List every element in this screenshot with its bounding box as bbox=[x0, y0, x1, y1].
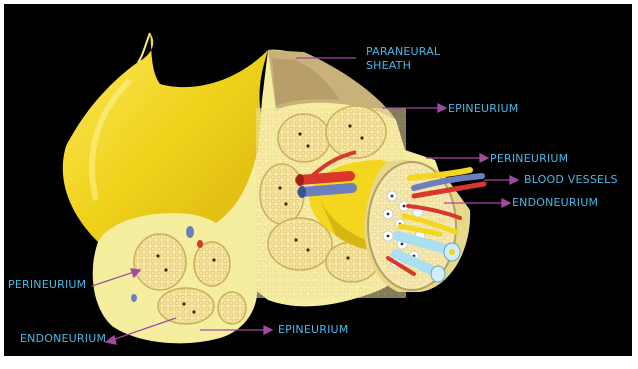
label-blood-vessels: BLOOD VESSELS bbox=[524, 174, 618, 186]
label-endoneurium-left: ENDONEURIUM bbox=[20, 333, 106, 345]
fascicle bbox=[218, 292, 246, 324]
label-endoneurium-right: ENDONEURIUM bbox=[512, 197, 598, 209]
label-paraneural-sheath-line1: PARANEURAL bbox=[366, 46, 440, 58]
label-epineurium-upper: EPINEURIUM bbox=[448, 103, 519, 115]
small-vessel bbox=[197, 240, 203, 248]
fascicle bbox=[158, 288, 214, 324]
fascicle bbox=[326, 106, 386, 158]
fascicle bbox=[260, 164, 304, 224]
fascicle bbox=[134, 234, 186, 290]
label-perineurium-right: PERINEURIUM bbox=[490, 153, 568, 165]
small-vessel bbox=[186, 226, 194, 238]
label-perineurium-left: PERINEURIUM bbox=[8, 279, 86, 291]
small-vessel bbox=[131, 294, 137, 302]
label-paraneural-sheath-line2: SHEATH bbox=[366, 60, 411, 72]
fascicle bbox=[268, 218, 332, 270]
fascicle bbox=[278, 114, 330, 162]
label-epineurium-lower: EPINEURIUM bbox=[278, 324, 349, 336]
fascicle bbox=[194, 242, 230, 286]
